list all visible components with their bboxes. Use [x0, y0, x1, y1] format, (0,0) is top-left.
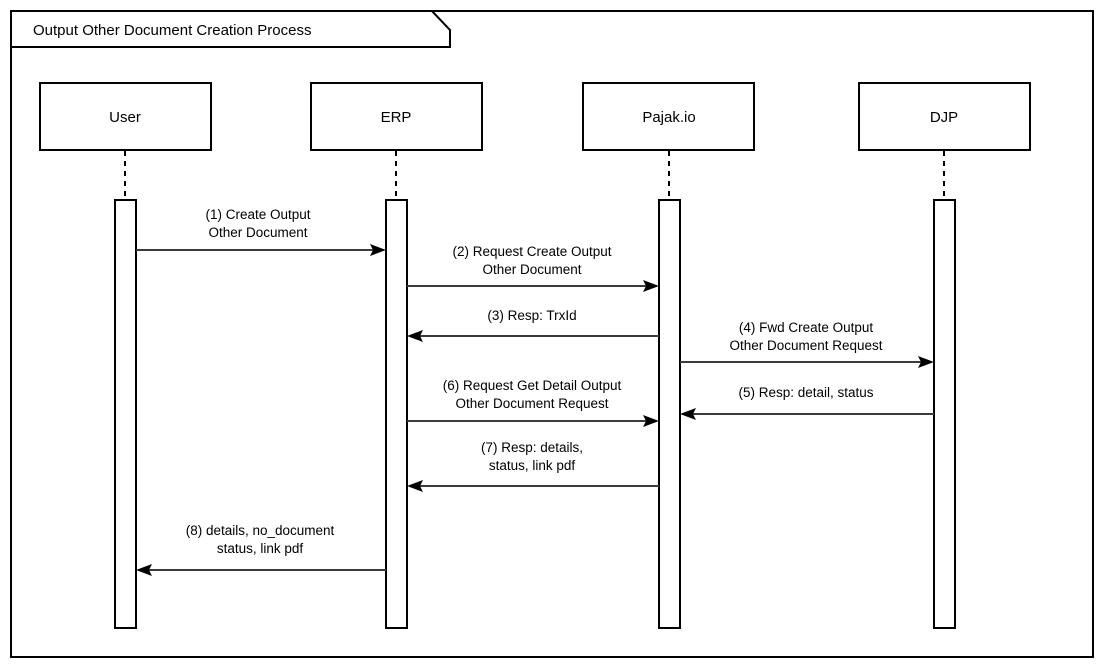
message-4: (4) Fwd Create Output Other Document Req…	[680, 320, 934, 368]
message-1-label-line-2: Other Document	[208, 225, 307, 240]
message-1-arrowhead	[370, 244, 386, 256]
message-1: (1) Create Output Other Document	[136, 207, 386, 256]
message-5: (5) Resp: detail, status	[680, 385, 934, 420]
frame-label-text: Output Other Document Creation Process	[33, 22, 311, 39]
frame-label-shape	[10, 10, 451, 48]
participant-label-erp: ERP	[381, 109, 412, 126]
activation-bar-erp	[385, 199, 408, 629]
participant-box-djp[interactable]	[858, 82, 1031, 151]
participant-label-djp: DJP	[930, 109, 958, 126]
message-7: (7) Resp: details, status, link pdf	[407, 440, 659, 492]
message-2-label-line-1: (2) Request Create Output	[452, 244, 611, 259]
participant-box-erp[interactable]	[310, 82, 483, 151]
message-2-label-line-2: Other Document	[482, 262, 581, 277]
message-2: (2) Request Create Output Other Document	[407, 244, 659, 292]
message-5-label-line-1: (5) Resp: detail, status	[738, 385, 873, 400]
message-8-label-line-2: status, link pdf	[217, 541, 304, 556]
activation-bar-djp	[933, 199, 956, 629]
message-3: (3) Resp: TrxId	[407, 308, 659, 342]
message-7-label-line-1: (7) Resp: details,	[481, 440, 583, 455]
message-6-label-line-1: (6) Request Get Detail Output	[443, 378, 622, 393]
message-1-label-line-1: (1) Create Output	[205, 207, 310, 222]
message-4-arrowhead	[918, 356, 934, 368]
message-7-label-line-2: status, link pdf	[489, 458, 576, 473]
message-8-arrowhead	[136, 564, 152, 576]
message-4-label-line-1: (4) Fwd Create Output	[739, 320, 874, 335]
message-3-label-line-1: (3) Resp: TrxId	[487, 308, 576, 323]
message-2-arrowhead	[643, 280, 659, 292]
participant-label-pajak: Pajak.io	[642, 109, 695, 126]
diagram-frame	[10, 10, 1094, 658]
message-8-label-line-1: (8) details, no_document	[186, 523, 335, 538]
participant-box-user[interactable]	[39, 82, 212, 151]
message-6-arrowhead	[643, 415, 659, 427]
message-3-arrowhead	[407, 330, 423, 342]
participant-label-user: User	[109, 109, 141, 126]
message-6-label-line-2: Other Document Request	[455, 396, 608, 411]
activation-bar-pajak	[658, 199, 681, 629]
message-7-arrowhead	[407, 480, 423, 492]
message-8: (8) details, no_document status, link pd…	[136, 523, 386, 576]
message-5-arrowhead	[680, 408, 696, 420]
activation-bar-user	[114, 199, 137, 629]
participant-box-pajak[interactable]	[582, 82, 755, 151]
message-4-label-line-2: Other Document Request	[729, 338, 882, 353]
message-6: (6) Request Get Detail Output Other Docu…	[407, 378, 659, 427]
